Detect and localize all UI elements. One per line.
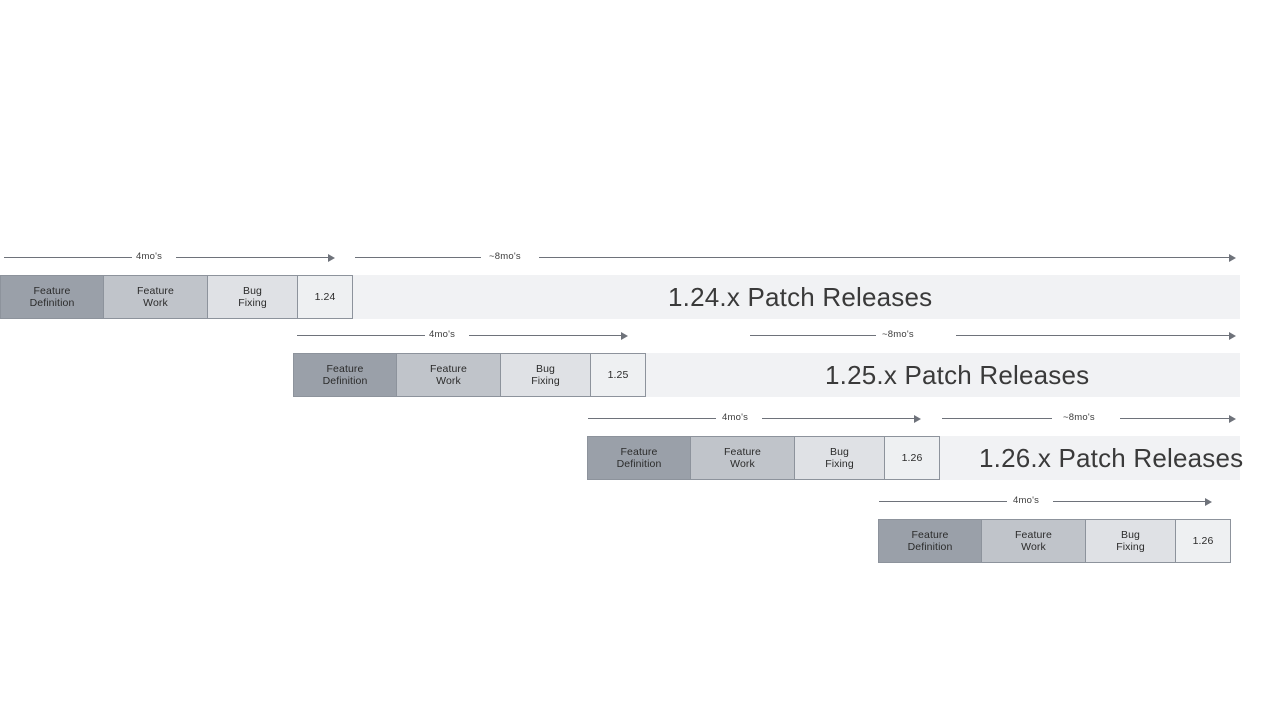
phase-label-line2: Definition xyxy=(29,297,75,309)
dev-arrow-head-icon xyxy=(914,414,921,423)
patch-arrow-head-icon xyxy=(1229,414,1236,423)
phase-label-line1: Feature xyxy=(911,528,949,541)
dev-arrow-right-segment xyxy=(1053,501,1205,502)
patch-arrow-left-segment xyxy=(355,257,481,258)
phase-feature-work[interactable]: Feature Work xyxy=(396,353,500,397)
dev-arrow-head-icon xyxy=(328,253,335,262)
phase-label-line2: Work xyxy=(143,297,168,309)
patch-arrow-left-segment xyxy=(750,335,876,336)
phase-boxes-row-4: Feature Definition Feature Work Bug Fixi… xyxy=(878,519,1231,563)
version-label: 1.25 xyxy=(607,368,629,381)
phase-label-line2: Definition xyxy=(907,541,953,553)
dev-arrow-left-segment xyxy=(4,257,132,258)
version-label: 1.24 xyxy=(314,290,336,303)
patch-release-label-2: 1.25.x Patch Releases xyxy=(825,360,1090,390)
dev-arrow-right-segment xyxy=(176,257,328,258)
phase-version-release[interactable]: 1.26 xyxy=(884,436,940,480)
version-label: 1.26 xyxy=(901,451,923,464)
duration-arrows-row-4: 4mo's xyxy=(0,492,1240,512)
dev-arrow-right-segment xyxy=(762,418,914,419)
phase-label-line2: Definition xyxy=(616,458,662,470)
patch-release-label-1: 1.24.x Patch Releases xyxy=(668,282,933,312)
phase-label-line1: Bug xyxy=(1121,528,1140,541)
phase-bug-fixing[interactable]: Bug Fixing xyxy=(1085,519,1175,563)
phase-boxes-row-1: Feature Definition Feature Work Bug Fixi… xyxy=(0,275,353,319)
patch-release-label-3: 1.26.x Patch Releases xyxy=(979,443,1244,473)
phase-feature-work[interactable]: Feature Work xyxy=(690,436,794,480)
phase-label-line2: Work xyxy=(436,375,461,387)
release-row-4: 4mo's Feature Definition Feature Work Bu… xyxy=(0,492,1280,563)
dev-arrow-right-segment xyxy=(469,335,621,336)
patch-arrow-left-segment xyxy=(942,418,1052,419)
dev-arrow-left-segment xyxy=(588,418,716,419)
phase-bug-fixing[interactable]: Bug Fixing xyxy=(500,353,590,397)
version-label: 1.26 xyxy=(1192,534,1214,547)
duration-arrows-row-3: 4mo's ~8mo's xyxy=(0,409,1240,429)
patch-duration-label: ~8mo's xyxy=(489,251,521,262)
phase-label-line2: Fixing xyxy=(238,297,267,309)
patch-arrow-right-segment xyxy=(1120,418,1229,419)
phase-feature-definition[interactable]: Feature Definition xyxy=(878,519,981,563)
release-row-1: 4mo's ~8mo's 1.24.x Patch Releases Featu… xyxy=(0,248,1280,319)
phase-label-line2: Definition xyxy=(322,375,368,387)
phase-label-line1: Bug xyxy=(830,445,849,458)
phase-feature-definition[interactable]: Feature Definition xyxy=(293,353,396,397)
release-row-3: 4mo's ~8mo's 1.26.x Patch Releases Featu… xyxy=(0,409,1280,480)
phase-version-release[interactable]: 1.25 xyxy=(590,353,646,397)
dev-arrow-head-icon xyxy=(621,331,628,340)
phase-bug-fixing[interactable]: Bug Fixing xyxy=(207,275,297,319)
phase-label-line1: Feature xyxy=(430,362,467,375)
dev-duration-label: 4mo's xyxy=(429,329,456,340)
patch-arrow-right-segment xyxy=(956,335,1229,336)
phase-label-line2: Fixing xyxy=(1116,541,1145,553)
dev-duration-label: 4mo's xyxy=(136,251,163,262)
phase-label-line1: Feature xyxy=(724,445,761,458)
phase-version-release[interactable]: 1.24 xyxy=(297,275,353,319)
phase-label-line1: Bug xyxy=(536,362,555,375)
phase-label-line2: Fixing xyxy=(531,375,560,387)
phase-feature-definition[interactable]: Feature Definition xyxy=(0,275,103,319)
phase-boxes-row-2: Feature Definition Feature Work Bug Fixi… xyxy=(293,353,646,397)
phase-version-release[interactable]: 1.26 xyxy=(1175,519,1231,563)
phase-label-line2: Work xyxy=(730,458,755,470)
dev-arrow-left-segment xyxy=(879,501,1007,502)
phase-label-line1: Bug xyxy=(243,284,262,297)
phase-label-line1: Feature xyxy=(137,284,174,297)
patch-duration-label: ~8mo's xyxy=(882,329,914,340)
patch-arrow-right-segment xyxy=(539,257,1229,258)
duration-arrows-row-2: 4mo's ~8mo's xyxy=(0,326,1240,346)
patch-duration-label: ~8mo's xyxy=(1063,412,1095,423)
dev-arrow-head-icon xyxy=(1205,497,1212,506)
duration-arrows-row-1: 4mo's ~8mo's xyxy=(0,248,1240,268)
patch-arrow-head-icon xyxy=(1229,253,1236,262)
phase-boxes-row-3: Feature Definition Feature Work Bug Fixi… xyxy=(587,436,940,480)
phase-label-line1: Feature xyxy=(1015,528,1052,541)
release-row-2: 4mo's ~8mo's 1.25.x Patch Releases Featu… xyxy=(0,326,1280,397)
phase-label-line1: Feature xyxy=(620,445,658,458)
phase-label-line1: Feature xyxy=(33,284,71,297)
dev-duration-label: 4mo's xyxy=(722,412,749,423)
phase-label-line2: Fixing xyxy=(825,458,854,470)
phase-feature-work[interactable]: Feature Work xyxy=(103,275,207,319)
phase-label-line2: Work xyxy=(1021,541,1046,553)
patch-arrow-head-icon xyxy=(1229,331,1236,340)
dev-duration-label: 4mo's xyxy=(1013,495,1040,506)
phase-label-line1: Feature xyxy=(326,362,364,375)
dev-arrow-left-segment xyxy=(297,335,425,336)
phase-feature-work[interactable]: Feature Work xyxy=(981,519,1085,563)
phase-bug-fixing[interactable]: Bug Fixing xyxy=(794,436,884,480)
phase-feature-definition[interactable]: Feature Definition xyxy=(587,436,690,480)
